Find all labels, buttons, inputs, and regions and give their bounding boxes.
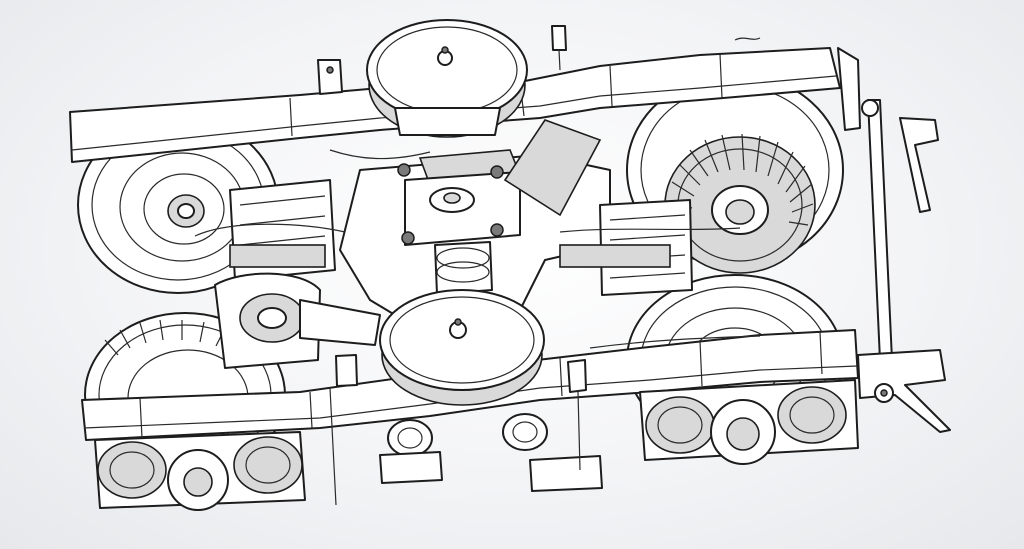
air-spring-lower — [379, 289, 545, 406]
primary-suspension-right — [559, 199, 693, 296]
bracket-sensors — [317, 25, 587, 506]
gearbox-left — [214, 272, 381, 369]
brake-disc-upper-right — [664, 133, 816, 274]
wiring-hoses — [194, 37, 761, 349]
air-spring-upper — [366, 19, 528, 138]
axle-box-lower-left — [94, 431, 306, 511]
primary-suspension-left — [229, 179, 336, 281]
bump-stops-lower — [379, 413, 603, 492]
bolster-center — [339, 119, 611, 319]
traction-rod-right — [837, 47, 951, 433]
axle-box-lower-right — [639, 379, 859, 465]
